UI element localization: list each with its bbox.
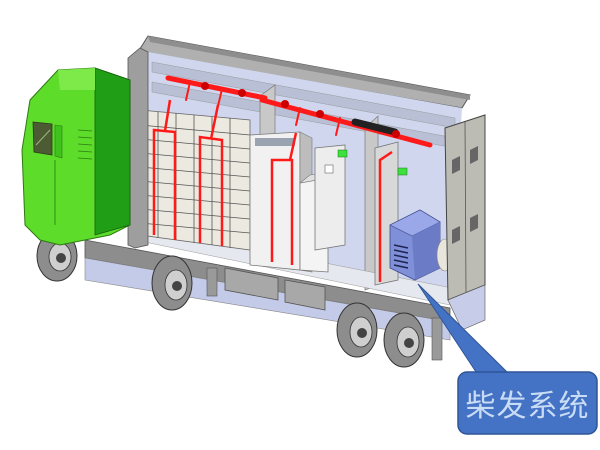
diesel-generator-unit	[389, 209, 454, 281]
wheel-rear-1	[336, 302, 378, 358]
callout	[417, 283, 598, 435]
fire-pipe	[165, 75, 433, 148]
wheel-rear-2	[383, 312, 425, 368]
power-cabinets	[249, 131, 348, 273]
truck-cab	[21, 67, 131, 246]
rear-doors	[444, 114, 486, 331]
indicator-light	[337, 149, 348, 158]
wheel-mid	[151, 255, 193, 311]
wheels	[36, 230, 425, 368]
container-front-frame	[127, 47, 149, 249]
battery-racks	[139, 99, 251, 251]
